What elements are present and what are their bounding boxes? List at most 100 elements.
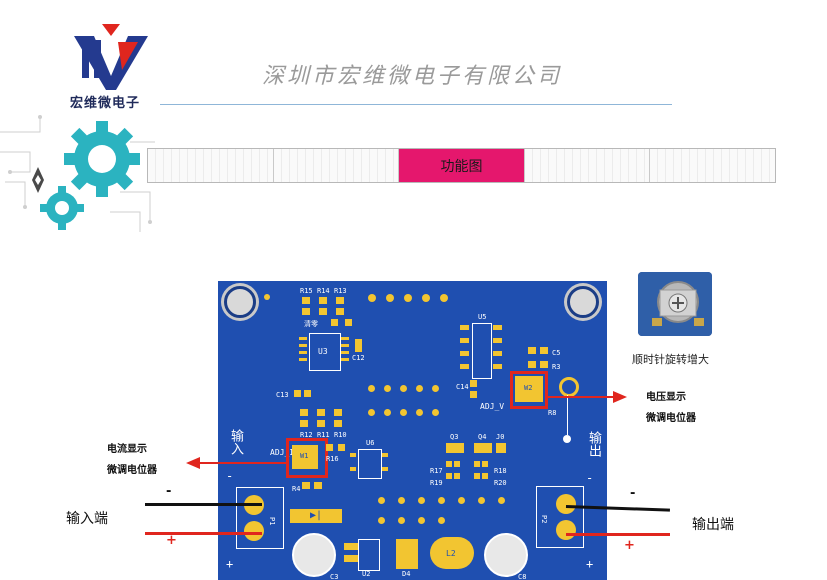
dip-pad — [493, 338, 502, 343]
silk-r14: R14 — [317, 287, 330, 295]
silk-d4: D4 — [402, 570, 411, 578]
smd-pad — [446, 473, 452, 479]
output-plus-sign: + — [624, 538, 635, 553]
tab-5[interactable] — [650, 149, 775, 182]
input-minus-wire — [145, 503, 262, 506]
smd-pad — [446, 461, 452, 467]
via-pad — [478, 497, 485, 504]
smd-pad — [331, 319, 338, 326]
logo — [72, 22, 150, 92]
input-plus-sign: + — [166, 533, 177, 548]
potentiometer-w2 — [515, 376, 543, 402]
tab-4[interactable] — [524, 149, 651, 182]
arrow-head-right-icon — [613, 391, 627, 403]
smd-pad — [528, 347, 536, 354]
output-test-point — [559, 377, 579, 397]
smd-pad — [474, 461, 480, 467]
smd-pad — [540, 347, 548, 354]
silk-p1: P1 — [268, 517, 276, 526]
mounting-hole-icon — [224, 286, 256, 318]
silk-c5: C5 — [552, 349, 561, 357]
silk-u5: U5 — [478, 313, 487, 321]
silk-r18: R18 — [494, 467, 507, 475]
smd-pad — [302, 308, 310, 315]
dip-pad — [460, 325, 469, 330]
terminal-p2 — [536, 486, 584, 548]
potentiometer-w1 — [292, 445, 318, 469]
voltage-arrow — [545, 396, 619, 398]
smd-pad — [482, 473, 488, 479]
silk-c14: C14 — [456, 383, 469, 391]
via-pad — [368, 409, 375, 416]
pcb-board: R15 R14 R13 清零 U3 C12 U5 C5 R3 C13 — [218, 281, 607, 580]
silk-output: 输出 — [586, 431, 601, 457]
silk-j0: J0 — [496, 433, 505, 441]
smd-pad — [355, 339, 362, 346]
output-test-end — [563, 435, 571, 443]
smd-pad — [314, 482, 322, 489]
silk-l2: L2 — [446, 549, 456, 558]
silk-r19: R19 — [430, 479, 443, 487]
smd-pad — [344, 543, 358, 550]
tab-2[interactable] — [273, 149, 400, 182]
silk-input: 输入 — [228, 429, 243, 455]
smd-pad — [382, 467, 388, 471]
via-pad — [438, 497, 445, 504]
output-plus-wire — [566, 533, 670, 536]
via-pad — [432, 385, 439, 392]
output-test-line — [567, 395, 568, 435]
electrolytic-capacitor-icon — [292, 533, 336, 577]
smd-pad — [474, 473, 480, 479]
smd-pad — [319, 308, 327, 315]
silk-u3: U3 — [318, 347, 328, 356]
silk-r10: R10 — [334, 431, 347, 439]
silk-c13: C13 — [276, 391, 289, 399]
silk-w2: W2 — [524, 384, 533, 392]
tab-1[interactable] — [148, 149, 274, 182]
via-pad — [438, 517, 445, 524]
smd-pad — [470, 380, 477, 387]
smd-pad — [299, 358, 307, 361]
dip-pad — [493, 325, 502, 330]
dip-pad — [493, 364, 502, 369]
header-divider — [160, 104, 672, 105]
chip-u2 — [358, 539, 380, 571]
silk-zero: 清零 — [304, 320, 318, 328]
smd-pad — [345, 319, 352, 326]
silk-p2: P2 — [540, 515, 548, 524]
transistor-q3 — [446, 443, 464, 453]
via-pad — [378, 517, 385, 524]
silk-r16: R16 — [326, 455, 339, 463]
silk-c8: C8 — [518, 573, 527, 580]
smd-pad — [338, 444, 345, 451]
silk-r15: R15 — [300, 287, 313, 295]
terminal-pad — [556, 494, 576, 514]
smd-pad — [299, 344, 307, 347]
electrolytic-capacitor-icon — [484, 533, 528, 577]
via-pad — [384, 385, 391, 392]
smd-pad — [350, 467, 356, 471]
tab-function-diagram[interactable]: 功能图 — [399, 149, 525, 182]
silk-r20: R20 — [494, 479, 507, 487]
smd-pad — [304, 390, 311, 397]
terminal-pad — [244, 521, 264, 541]
smd-pad — [341, 337, 349, 340]
header-pin — [264, 294, 270, 300]
via-pad — [384, 409, 391, 416]
silk-input-plus: + — [226, 557, 234, 571]
chip-u3 — [309, 333, 341, 371]
smd-pad — [454, 461, 460, 467]
smd-pad — [294, 390, 301, 397]
current-label: 电流显示 — [107, 444, 147, 455]
current-arrow — [196, 462, 288, 464]
input-minus-sign: - — [166, 484, 172, 499]
header-pin — [440, 294, 448, 302]
smd-pad — [317, 409, 325, 416]
smd-pad — [341, 351, 349, 354]
silk-r3: R3 — [552, 363, 561, 371]
header-pin — [386, 294, 394, 302]
gear-icon — [0, 115, 155, 232]
mounting-hole-icon — [567, 286, 599, 318]
smd-pad — [334, 409, 342, 416]
silk-c12: C12 — [352, 354, 365, 362]
